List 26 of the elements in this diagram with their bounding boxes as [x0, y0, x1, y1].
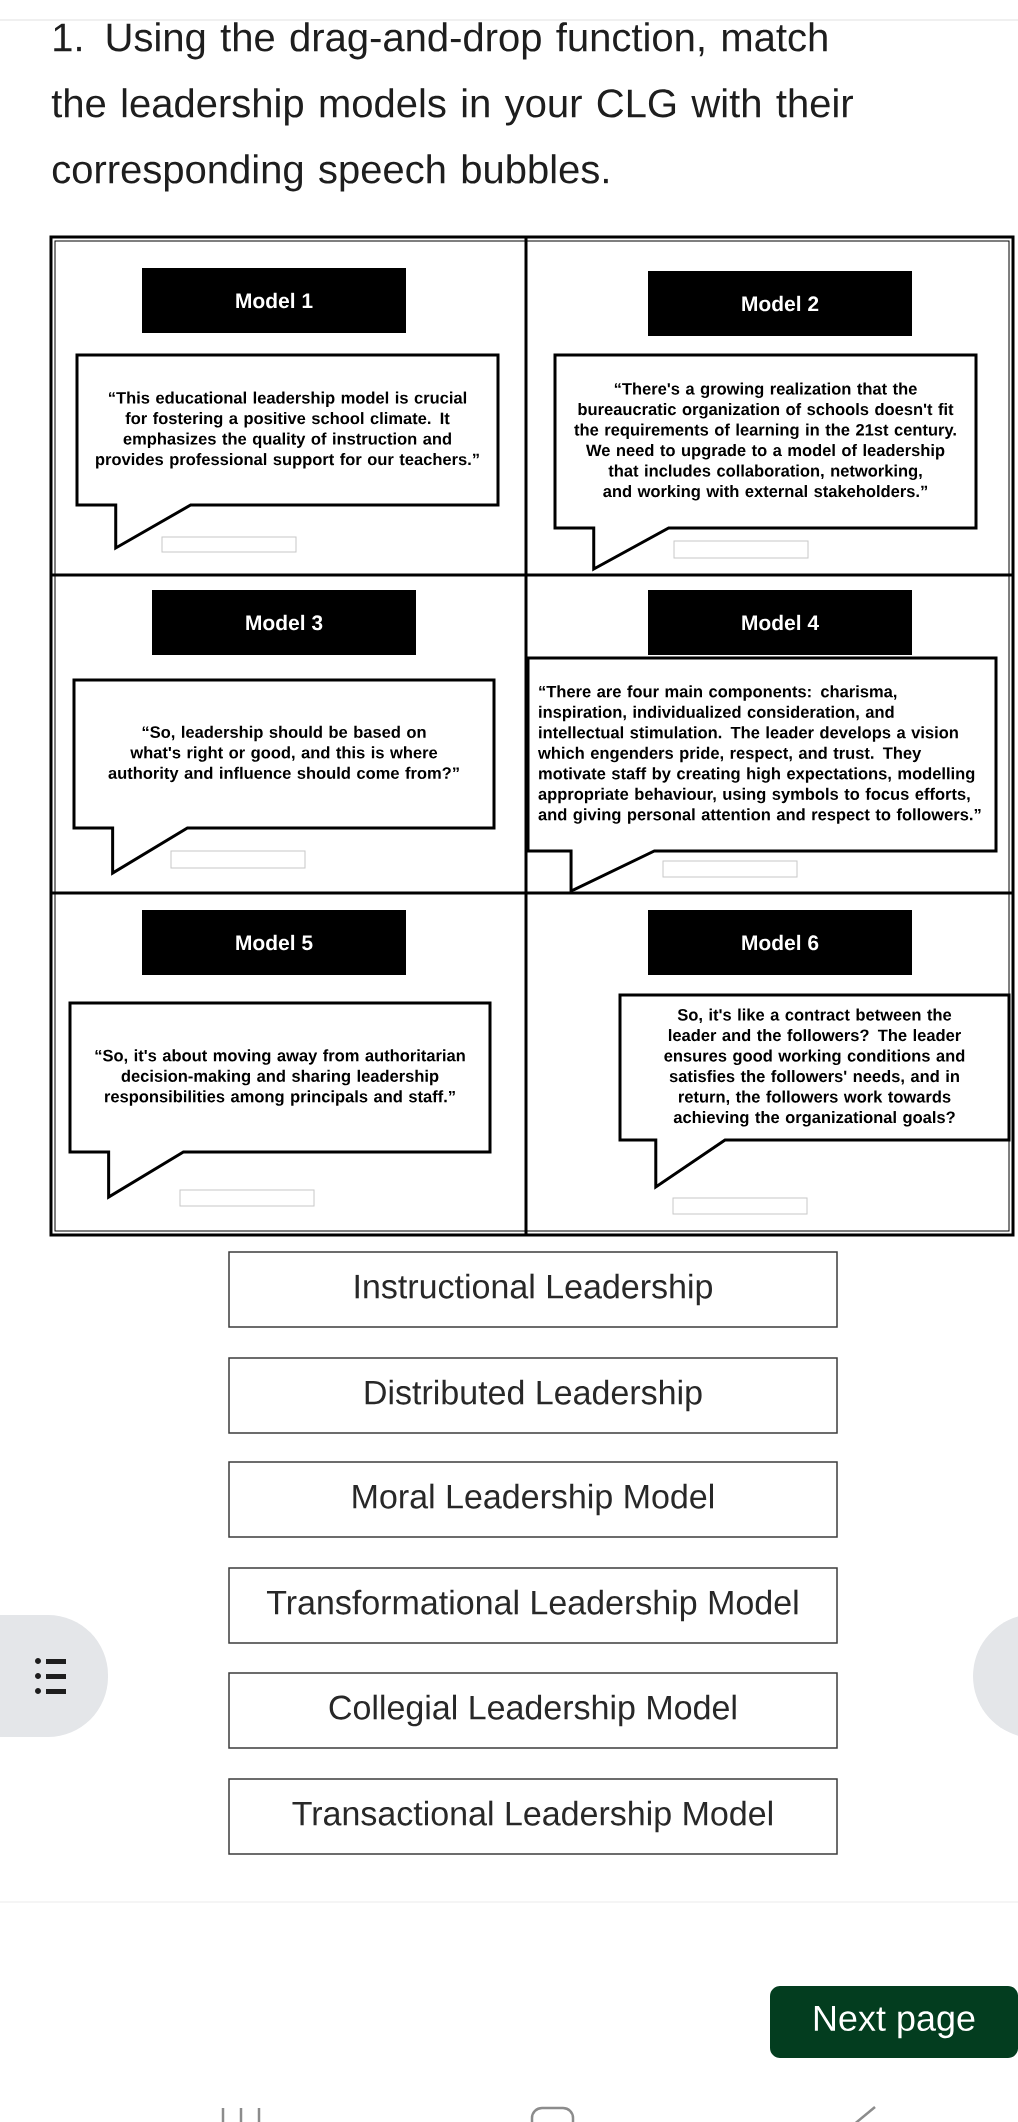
answer-box: [673, 540, 809, 559]
next-button: Next page: [770, 1986, 1018, 2058]
answer-box: [161, 536, 297, 553]
speech-bubble: So, it's like a contract between the leader and the followers? The leader ensures good working conditions and satisfies the followers' needs, and in return, the followers work towards achieving the organizational goals?: [618, 993, 1011, 1190]
answer-box: [170, 850, 306, 869]
answer-option: Collegial Leadership Model: [228, 1672, 838, 1749]
answer-box: [662, 860, 798, 878]
model-label: Model 5: [142, 910, 406, 975]
model-label: Model 2: [648, 271, 912, 336]
question-title: 1. Using the drag-and-drop function, match the leadership models in your CLG with their corresponding speech bubbles.: [51, 22, 853, 192]
model-label: Model 1: [142, 268, 406, 333]
model-label: Model 4: [648, 590, 912, 655]
answer-option: Transactional Leadership Model: [228, 1778, 838, 1855]
answer-box: [179, 1189, 315, 1207]
model-label: Model 3: [152, 590, 416, 655]
speech-bubble: “So, leadership should be based on what's right or good, and this is where authority and influence should come from?”: [72, 678, 496, 876]
speech-bubble: “This educational leadership model is crucial for fostering a positive school climate. It emphasizes the quality of instruction and provides professional support for our teachers.”: [75, 353, 500, 551]
speech-bubble: “There are four main components: charisma, inspiration, individualized consideration, and intellectual stimulation. The leader develops a vision which engenders pride, respect, and trust. They motivate staff by creating high expectations, modelling appropriate behaviour, using symbols to focus efforts, and giving personal attention and respect to followers.”: [526, 656, 998, 894]
model-label: Model 6: [648, 910, 912, 975]
speech-bubble: “There's a growing realization that the bureaucratic organization of schools doesn't fit the requirements of learning in the 21st century. We need to upgrade to a model of leadership that includes collaboration, networking, and working with external stakeholders.”: [553, 353, 978, 572]
answer-option: Instructional Leadership: [228, 1251, 838, 1328]
answer-option: Transformational Leadership Model: [228, 1567, 838, 1644]
speech-bubble: “So, it's about moving away from authoritarian decision-making and sharing leadership responsibilities among principals and staff.”: [68, 1001, 492, 1200]
answer-option: Distributed Leadership: [228, 1357, 838, 1434]
answer-option: Moral Leadership Model: [228, 1461, 838, 1538]
answer-box: [672, 1197, 808, 1215]
